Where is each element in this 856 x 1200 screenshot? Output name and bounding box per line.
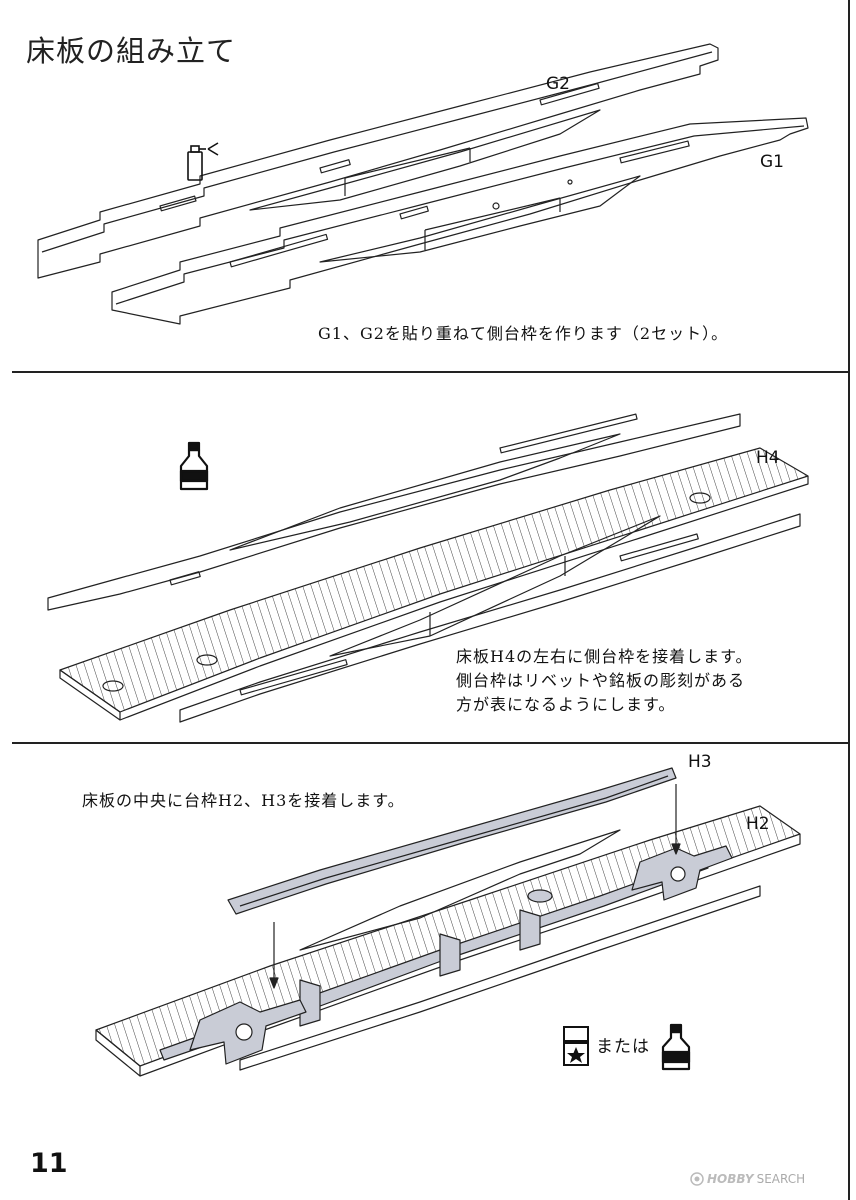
- section1-caption: G1、G2を貼り重ねて側台枠を作ります（2セット）。: [318, 324, 729, 343]
- binding-edge-line: [848, 0, 850, 1200]
- rear-truss: [229, 433, 621, 551]
- page-number: 11: [30, 1148, 68, 1179]
- g1-frame-outline: [111, 117, 809, 325]
- section3-caption: 床板の中央に台枠H2、H3を接着します。: [82, 791, 405, 810]
- section-divider-2: [12, 742, 850, 744]
- part-label-h2: H2: [746, 814, 770, 834]
- part-label-h4: H4: [756, 448, 780, 468]
- assembled-rear-truss: [299, 829, 621, 951]
- g2-truss: [249, 109, 601, 211]
- side-frame-drawing: [37, 43, 809, 325]
- section2-caption-line-2: 側台枠はリベットや銘板の彫刻がある: [456, 671, 746, 690]
- watermark-logo-icon: [690, 1172, 704, 1186]
- g2-frame-outline: [37, 43, 719, 279]
- glue-bottle-icon: [179, 441, 209, 491]
- part-label-g2: G2: [546, 74, 570, 94]
- underframe-h3: [227, 767, 677, 915]
- watermark-rest: SEARCH: [756, 1172, 806, 1186]
- section2-caption-line-1: 床板H4の左右に側台枠を接着します。: [456, 647, 753, 666]
- watermark: HOBBY SEARCH: [690, 1172, 805, 1186]
- g1-frame-inner: [115, 125, 805, 305]
- glue-box-icon: [563, 1026, 589, 1066]
- floor-h4-drawing: [47, 413, 809, 723]
- front-truss: [329, 515, 661, 657]
- glue-bottle-icon: [661, 1023, 691, 1071]
- rear-side-frame: [47, 413, 741, 611]
- spray-glue-icon: [187, 142, 219, 181]
- bolster-drawing: [95, 767, 801, 1077]
- watermark-brand: HOBBY: [707, 1172, 754, 1186]
- assembled-front-frame: [239, 885, 761, 1071]
- section2-caption-line-3: 方が表になるようにします。: [456, 695, 676, 714]
- front-side-frame: [179, 513, 801, 723]
- part-label-g1: G1: [760, 152, 784, 172]
- section-divider-1: [12, 371, 850, 373]
- or-text: または: [596, 1037, 650, 1057]
- page-title: 床板の組み立て: [26, 34, 237, 68]
- g1-truss: [319, 175, 641, 263]
- part-label-h3: H3: [688, 752, 712, 772]
- g2-frame-inner: [41, 51, 713, 253]
